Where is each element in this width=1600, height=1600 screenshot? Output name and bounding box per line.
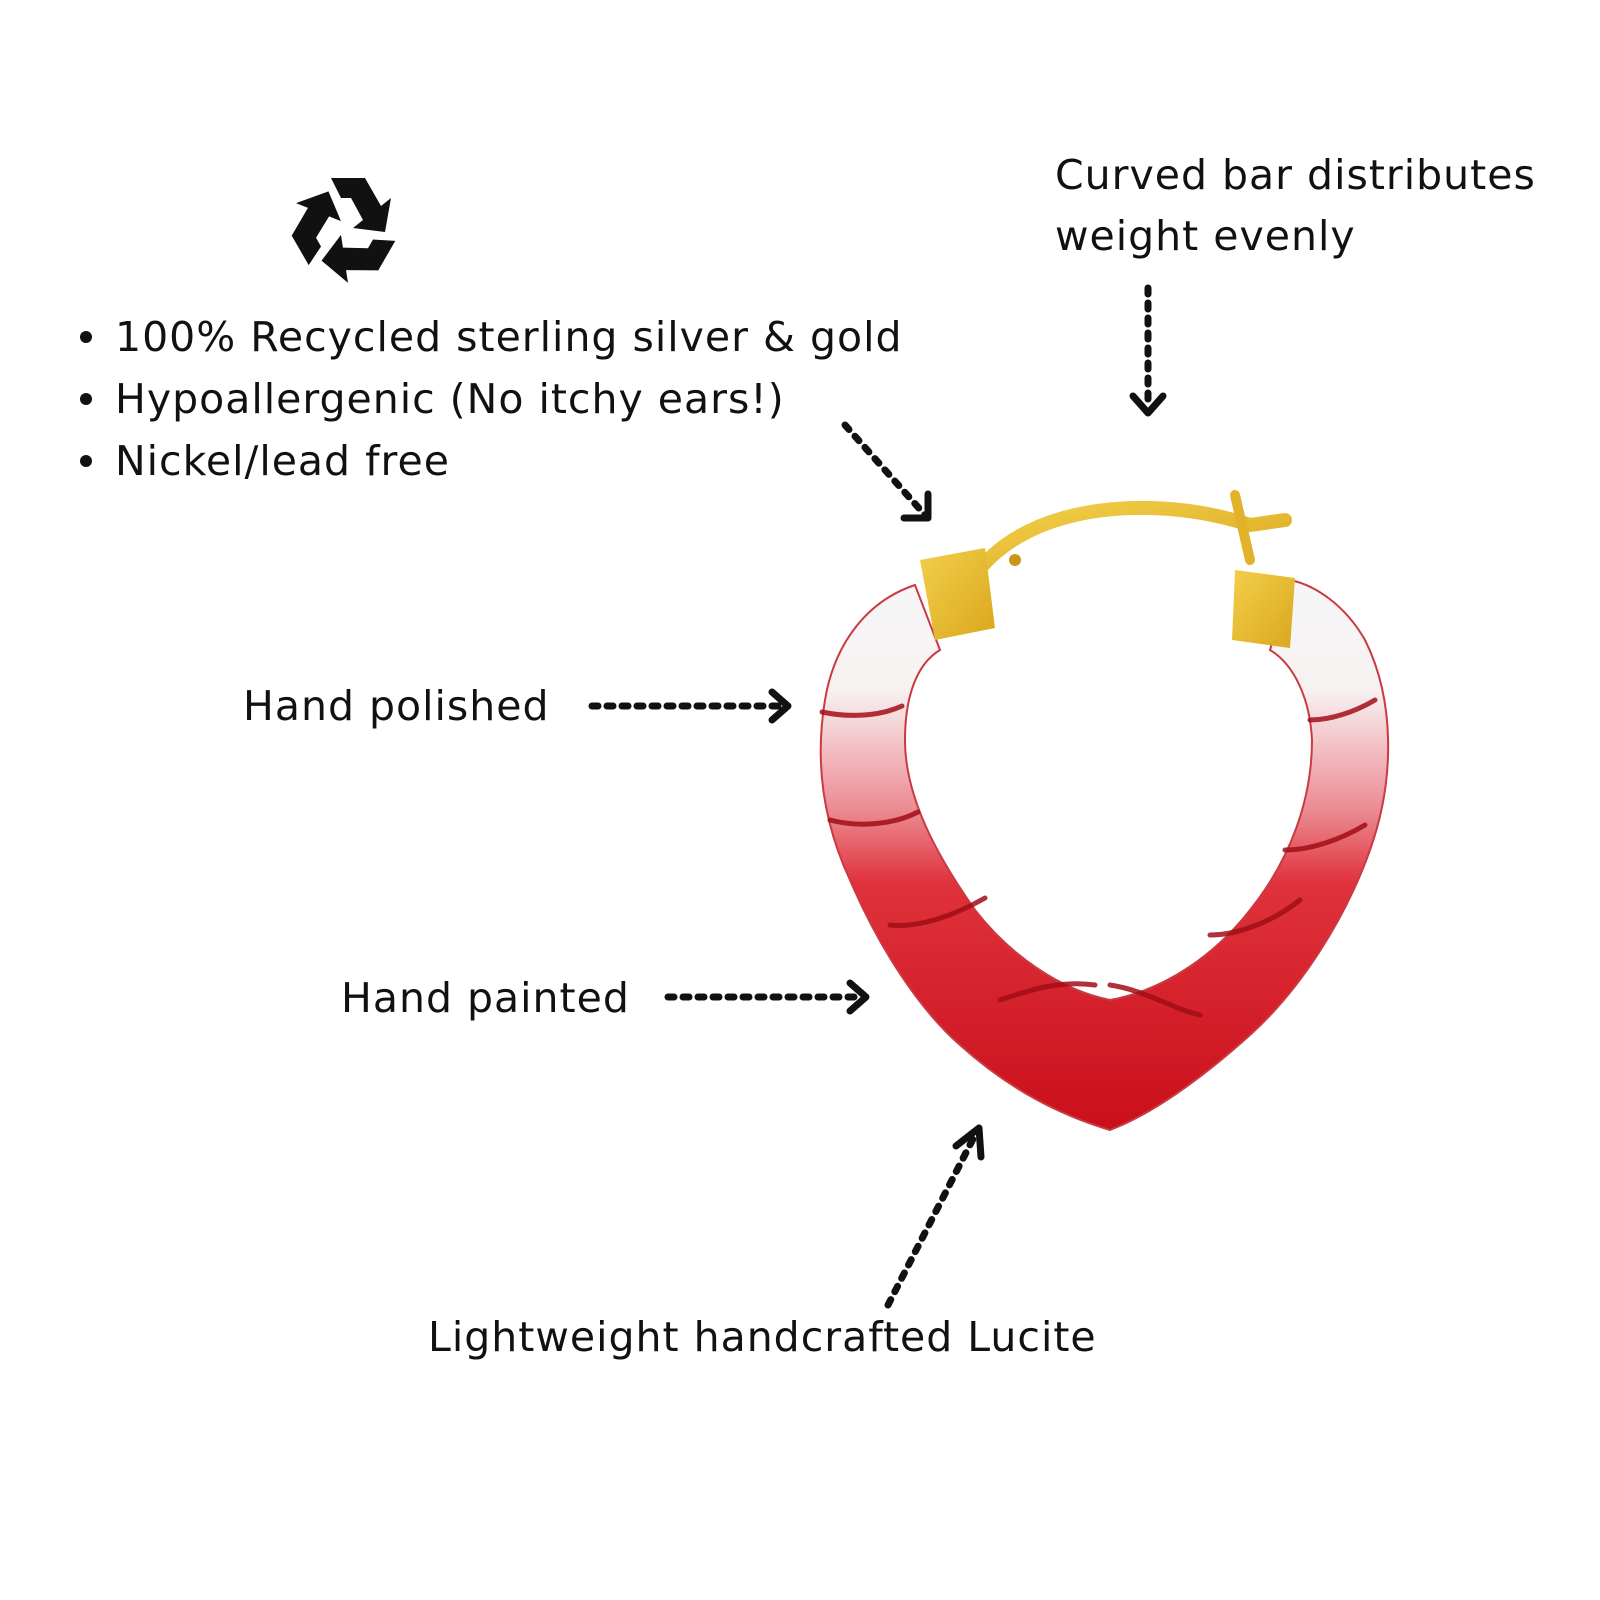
bullet-icon bbox=[80, 331, 92, 343]
callout-hand-painted: Hand painted bbox=[341, 974, 630, 1022]
lucite-hoop bbox=[819, 578, 1390, 1132]
feature-item: Hypoallergenic (No itchy ears!) bbox=[70, 375, 903, 437]
feature-item: Nickel/lead free bbox=[70, 437, 903, 499]
feature-text: 100% Recycled sterling silver & gold bbox=[115, 313, 903, 361]
callout-lucite: Lightweight handcrafted Lucite bbox=[428, 1313, 1097, 1361]
callout-curved-bar-line1: Curved bar distributes bbox=[1055, 151, 1536, 199]
callout-hand-polished: Hand polished bbox=[243, 682, 550, 730]
feature-item: 100% Recycled sterling silver & gold bbox=[70, 313, 903, 375]
gold-cap-left bbox=[920, 548, 1021, 640]
gold-cap-right bbox=[1232, 570, 1295, 648]
bullet-icon bbox=[80, 393, 92, 405]
feature-text: Hypoallergenic (No itchy ears!) bbox=[115, 375, 785, 423]
earring-hook bbox=[968, 500, 1292, 582]
callout-curved-bar-line2: weight evenly bbox=[1055, 212, 1356, 260]
bullet-icon bbox=[80, 455, 92, 467]
feature-text: Nickel/lead free bbox=[115, 437, 450, 485]
feature-list: 100% Recycled sterling silver & gold Hyp… bbox=[70, 313, 903, 499]
